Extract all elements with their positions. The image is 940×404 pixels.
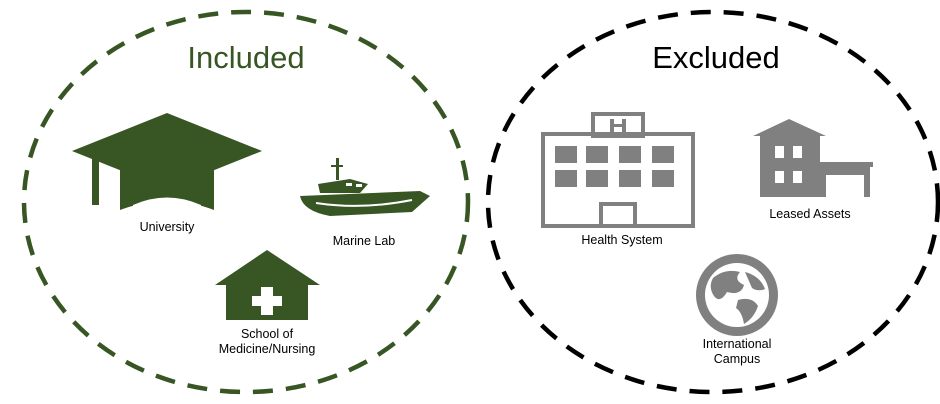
included-title: Included xyxy=(187,40,305,75)
marine-lab-label: Marine Lab xyxy=(332,234,396,248)
international-campus-label-line2: Campus xyxy=(713,352,761,366)
health-system-label: Health System xyxy=(581,233,663,247)
globe-icon xyxy=(696,254,778,336)
excluded-title: Excluded xyxy=(652,40,780,75)
building-icon xyxy=(753,119,873,197)
international-campus-label-line1: International xyxy=(702,337,772,351)
medical-house-icon xyxy=(215,250,320,320)
leased-assets-label: Leased Assets xyxy=(769,207,851,221)
excluded-boundary xyxy=(485,9,940,395)
graduation-cap-icon xyxy=(72,113,262,212)
school-of-medicine-label: School of Medicine/Nursing xyxy=(207,327,327,357)
hospital-icon xyxy=(541,112,695,228)
boat-icon xyxy=(300,158,430,216)
included-boundary xyxy=(21,9,471,395)
school-of-medicine-label-line2: Medicine/Nursing xyxy=(218,342,316,356)
school-of-medicine-label-line1: School of xyxy=(240,327,294,341)
university-label: University xyxy=(139,220,195,234)
hospital-h-mark xyxy=(610,119,626,132)
international-campus-label: International Campus xyxy=(677,337,797,367)
